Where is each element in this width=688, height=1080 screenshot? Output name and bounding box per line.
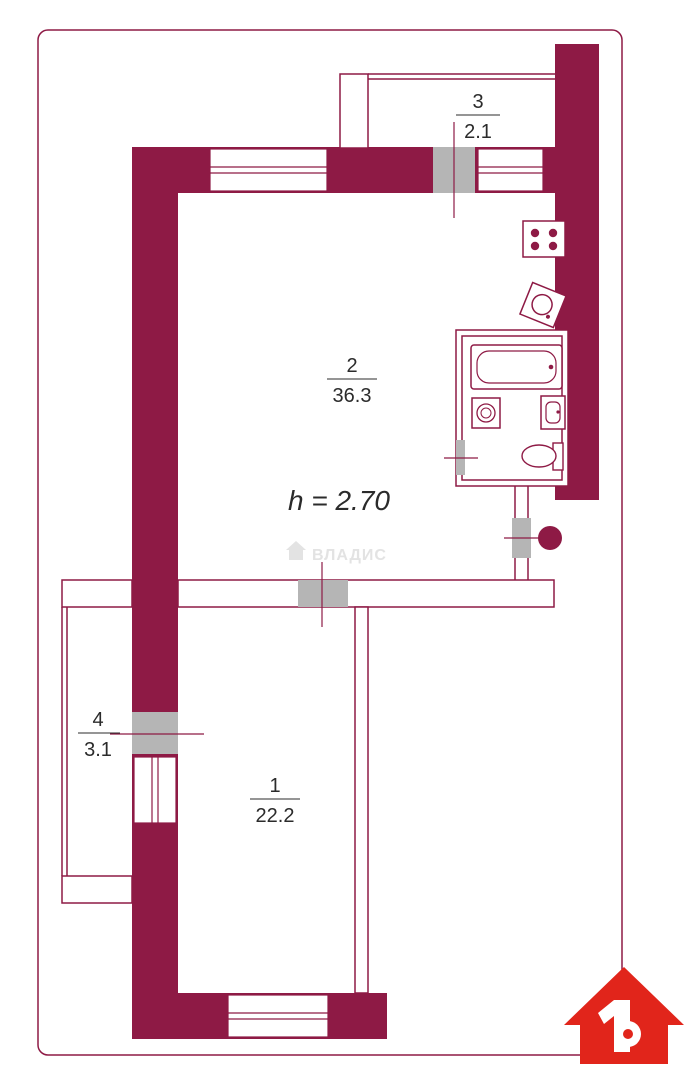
house-key-logo-icon xyxy=(564,967,684,1064)
room-number: 3 xyxy=(472,91,483,113)
west-wall xyxy=(132,147,178,1039)
room-label-3: 3 2.1 xyxy=(456,91,500,143)
ceiling-height-label: h = 2.70 xyxy=(288,485,390,516)
window-north-left xyxy=(209,148,328,192)
watermark-house-icon xyxy=(286,541,306,560)
partition-horizontal xyxy=(177,579,555,608)
room-area: 22.2 xyxy=(256,805,295,827)
riser-icon xyxy=(538,526,562,550)
partition-vertical xyxy=(354,606,369,994)
window-south xyxy=(227,994,329,1038)
room-area: 2.1 xyxy=(464,121,492,143)
door-opening-loggia-west xyxy=(132,712,178,754)
room-area: 3.1 xyxy=(84,739,112,761)
loggia-west xyxy=(61,579,133,904)
washer-small-icon xyxy=(471,397,501,429)
room-label-4: 4 3.1 xyxy=(78,709,120,761)
loggia-north xyxy=(339,73,555,149)
plan-frame xyxy=(37,29,623,1056)
door-axis-lines xyxy=(110,122,540,735)
windows xyxy=(133,148,544,1038)
ceiling-height-symbol: h xyxy=(288,485,304,516)
room-number: 2 xyxy=(346,355,357,377)
door-opening-room-1 xyxy=(298,580,348,607)
window-north-right xyxy=(477,148,544,192)
room-number: 1 xyxy=(269,775,280,797)
interior-partitions xyxy=(177,329,569,994)
room-label-2: 2 36.3 xyxy=(327,355,377,407)
room-label-1: 1 22.2 xyxy=(250,775,300,827)
window-west xyxy=(133,756,177,824)
room-area: 36.3 xyxy=(333,385,372,407)
room-number: 4 xyxy=(92,709,103,731)
watermark: ВЛАДИС xyxy=(286,541,387,564)
toilet-icon xyxy=(521,442,564,471)
ceiling-height-value: = 2.70 xyxy=(304,485,391,516)
washing-machine-icon xyxy=(518,281,568,329)
sink-icon xyxy=(540,395,566,430)
watermark-text: ВЛАДИС xyxy=(312,547,387,564)
bathtub-icon xyxy=(470,344,563,390)
stove-icon xyxy=(522,220,566,258)
